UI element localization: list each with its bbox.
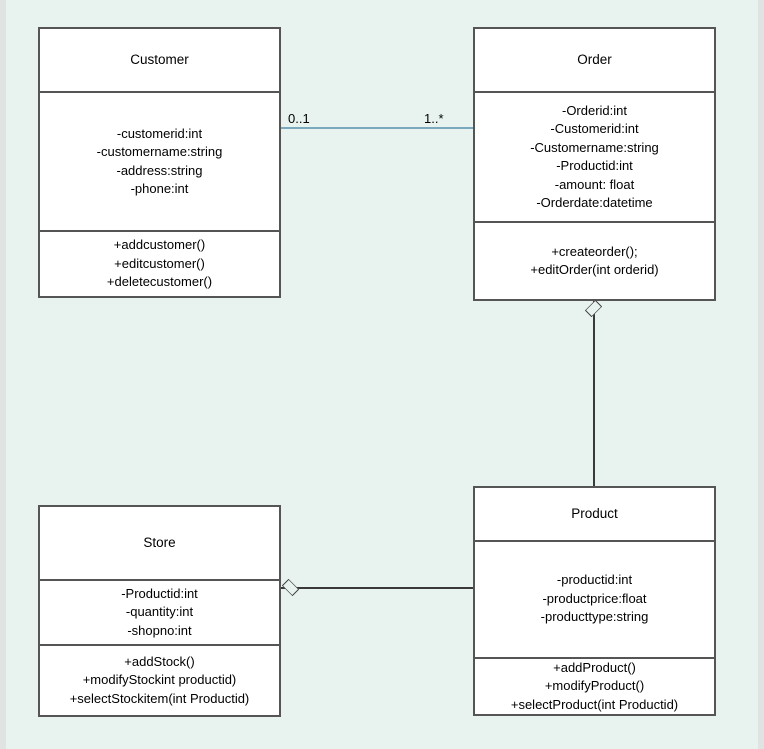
attribute-item: -Productid:int [121,585,198,601]
class-name-order: Order [577,51,612,67]
attribute-item: -quantity:int [125,604,194,620]
operation-item: +selectProduct(int Productid) [510,696,679,712]
association-line-customer-order[interactable] [279,127,475,129]
operation-item: +addcustomer() [113,237,206,253]
operation-item: +modifyProduct() [544,678,645,693]
class-box-product[interactable]: Product -productid:int -productprice:flo… [473,486,716,716]
attributes-compartment-customer: -customerid:int -customername:string -ad… [40,91,279,230]
aggregation-diamond-order-icon [584,299,603,318]
attribute-item: -customerid:int [116,125,203,141]
operation-item: +createorder(); [551,243,638,259]
attribute-item: -producttype:string [540,609,649,625]
class-name-store: Store [143,534,176,550]
attribute-item: -amount: float [554,176,635,192]
aggregation-line-store-product[interactable] [281,587,474,589]
aggregation-diamond-store-icon [281,578,300,597]
operation-item: +addStock() [124,653,195,669]
operation-item: +editOrder(int orderid) [530,262,659,277]
class-box-order[interactable]: Order -Orderid:int -Customerid:int -Cust… [473,27,716,301]
operations-compartment-customer: +addcustomer() +editcustomer() +deletecu… [40,230,279,296]
operation-item: +selectStockitem(int Productid) [69,690,250,706]
operation-item: +deletecustomer() [106,274,213,290]
attribute-item: -Productid:int [556,158,633,173]
operation-item: +editcustomer() [114,255,205,271]
attribute-item: -customername:string [96,144,223,159]
attribute-item: -Customername:string [530,139,659,155]
attribute-item: -productprice:float [542,590,647,606]
operations-compartment-store: +addStock() +modifyStockint productid) +… [40,644,279,715]
attributes-compartment-product: -productid:int -productprice:float -prod… [475,539,714,657]
attributes-compartment-order: -Orderid:int -Customerid:int -Customerna… [475,91,714,221]
class-name-customer: Customer [130,51,189,67]
class-box-store[interactable]: Store -Productid:int -quantity:int -shop… [38,505,281,717]
operation-item: +addProduct() [553,659,636,675]
attribute-item: -Orderid:int [561,102,628,118]
attribute-item: -productid:int [556,572,633,588]
page-edge-strip-right [758,0,764,749]
attribute-item: -shopno:int [127,622,192,638]
operations-compartment-product: +addProduct() +modifyProduct() +selectPr… [475,656,714,715]
multiplicity-customer-end: 0..1 [288,111,310,126]
operation-item: +modifyStockint productid) [82,672,237,688]
attribute-item: -Orderdate:datetime [536,195,653,210]
multiplicity-order-end: 1..* [424,111,444,126]
class-box-customer[interactable]: Customer -customerid:int -customername:s… [38,27,281,298]
attribute-item: -address:string [116,162,203,178]
attribute-item: -phone:int [130,181,189,196]
attribute-item: -Customerid:int [550,121,639,136]
class-name-product: Product [571,505,618,521]
operations-compartment-order: +createorder(); +editOrder(int orderid) [475,221,714,299]
page-edge-strip-left [0,0,6,749]
aggregation-line-order-product[interactable] [593,300,595,486]
attributes-compartment-store: -Productid:int -quantity:int -shopno:int [40,579,279,644]
